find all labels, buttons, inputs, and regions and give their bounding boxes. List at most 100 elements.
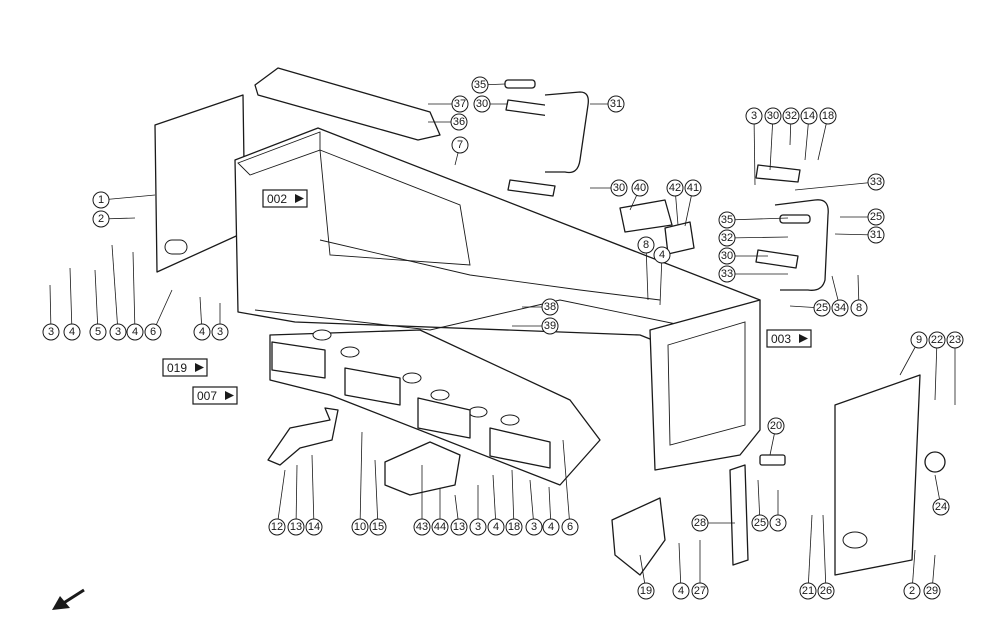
triangle-right-icon [295,194,304,203]
callout-32: 32 [782,107,800,125]
housing-inner-ledge [319,239,661,301]
callout-circle [193,323,211,341]
callout-label: 36 [453,116,465,128]
callout-circle [769,514,787,532]
leader-line [359,431,363,528]
callout-label: 25 [870,211,882,223]
callout-circle [473,95,491,113]
exploded-view-drawing [154,67,946,576]
leader-line [374,459,379,528]
callout-label: 32 [785,110,797,122]
callout-31: 31 [607,95,625,113]
callout-circle [850,299,868,317]
callout-4: 4 [672,582,690,600]
callout-30: 30 [610,179,628,197]
callout-4: 4 [193,323,211,341]
callout-label: 10 [354,521,366,533]
callout-circle [92,191,110,209]
trough-rail-1 [271,341,326,379]
callout-label: 18 [822,110,834,122]
reference-box [766,329,812,348]
callout-7: 7 [451,136,469,154]
leader-line [645,244,649,301]
callout-label: 43 [416,521,428,533]
callout-circle [817,582,835,600]
callout-circle [767,417,785,435]
callout-circle [637,582,655,600]
callout-label: 31 [610,98,622,110]
callout-label: 30 [767,110,779,122]
callout-label: 4 [493,521,499,533]
callout-3: 3 [525,518,543,536]
reference-002: 002 [262,189,308,208]
leader-line [132,251,136,333]
handle-right [774,199,829,291]
triangle-right-icon [225,391,234,400]
callout-33: 33 [867,173,885,191]
callout-circle [631,179,649,197]
callout-label: 33 [870,176,882,188]
leader-line [111,244,119,333]
callout-label: 25 [816,302,828,314]
trough-hole-6 [500,414,520,426]
callout-6: 6 [561,518,579,536]
leader-line [276,469,286,528]
callout-25: 25 [813,299,831,317]
callout-circle [718,211,736,229]
leader-line [511,469,515,528]
reference-007: 007 [192,386,238,405]
callout-label: 4 [548,521,554,533]
callout-21: 21 [799,582,817,600]
callout-14: 14 [305,518,323,536]
callout-label: 8 [643,239,649,251]
reference-label: 007 [197,389,217,403]
callout-label: 30 [721,250,733,262]
callout-label: 29 [926,585,938,597]
callout-circle [910,331,928,349]
callout-circle [92,210,110,228]
leader-line [69,267,73,333]
callout-3: 3 [469,518,487,536]
bracket-19 [611,497,666,576]
callout-35: 35 [718,211,736,229]
callout-30: 30 [473,95,491,113]
leader-line [794,181,877,191]
right-end-frame [649,299,761,471]
callout-2: 2 [903,582,921,600]
callout-circle [450,518,468,536]
callout-label: 3 [531,521,537,533]
leader-line [492,474,497,528]
reference-box [162,358,208,377]
callout-label: 38 [544,301,556,313]
callout-label: 2 [909,585,915,597]
leader-line [934,339,938,401]
callout-label: 3 [751,110,757,122]
callout-label: 4 [659,249,665,261]
callout-18: 18 [505,518,523,536]
callout-circle [89,323,107,341]
left-panel-slot [164,239,188,255]
callout-circle [487,518,505,536]
callout-10: 10 [351,518,369,536]
callout-circle [691,514,709,532]
callout-circle [431,518,449,536]
callout-circle [867,226,885,244]
callout-circle [126,323,144,341]
callout-13: 13 [287,518,305,536]
callout-3: 3 [42,323,60,341]
callout-label: 35 [721,214,733,226]
callout-label: 3 [217,326,223,338]
callout-circle [42,323,60,341]
callout-9: 9 [910,331,928,349]
callout-label: 30 [613,182,625,194]
callout-circle [287,518,305,536]
callout-28: 28 [691,514,709,532]
callout-14: 14 [800,107,818,125]
callout-circle [653,246,671,264]
callout-label: 3 [48,326,54,338]
callout-31: 31 [867,226,885,244]
callout-13: 13 [450,518,468,536]
callout-label: 14 [803,110,815,122]
arrow-down-left-icon [52,588,85,610]
